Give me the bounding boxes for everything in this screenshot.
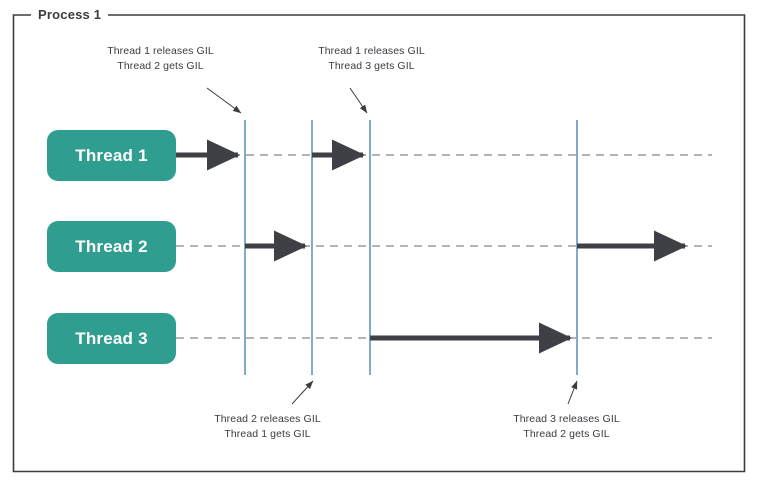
thread-box-3[interactable]: Thread 3 [47, 313, 176, 364]
annotation-pointer-top-left [206, 87, 242, 114]
annotation-bottom-right-line-1: Thread 3 releases GIL [513, 413, 620, 425]
thread-box-2-label: Thread 2 [75, 236, 148, 256]
thread-box-1[interactable]: Thread 1 [47, 130, 176, 181]
annotation-top-right-line-2: Thread 3 gets GIL [328, 60, 415, 72]
annotation-bottom-left: Thread 2 releases GIL Thread 1 gets GIL [205, 412, 330, 442]
thread-box-3-label: Thread 3 [75, 328, 148, 348]
annotation-bottom-right-line-2: Thread 2 gets GIL [523, 428, 610, 440]
annotation-top-right-line-1: Thread 1 releases GIL [318, 45, 425, 57]
annotation-top-left: Thread 1 releases GIL Thread 2 gets GIL [98, 44, 223, 74]
annotation-bottom-right: Thread 3 releases GIL Thread 2 gets GIL [504, 412, 629, 442]
process-title: Process 1 [31, 7, 109, 22]
execution-arrows [176, 139, 688, 354]
annotation-pointers [206, 87, 578, 405]
annotation-pointer-bottom-right [567, 380, 578, 405]
annotation-bottom-left-line-2: Thread 1 gets GIL [224, 428, 311, 440]
annotation-top-right: Thread 1 releases GIL Thread 3 gets GIL [309, 44, 434, 74]
annotation-pointer-bottom-left [291, 380, 314, 405]
annotation-pointer-top-right [349, 87, 368, 114]
annotation-top-left-line-2: Thread 2 gets GIL [117, 60, 204, 72]
annotation-top-left-line-1: Thread 1 releases GIL [107, 45, 214, 57]
thread-box-1-label: Thread 1 [75, 145, 148, 165]
thread-box-2[interactable]: Thread 2 [47, 221, 176, 272]
annotation-bottom-left-line-1: Thread 2 releases GIL [214, 413, 321, 425]
process-border [12, 14, 746, 473]
